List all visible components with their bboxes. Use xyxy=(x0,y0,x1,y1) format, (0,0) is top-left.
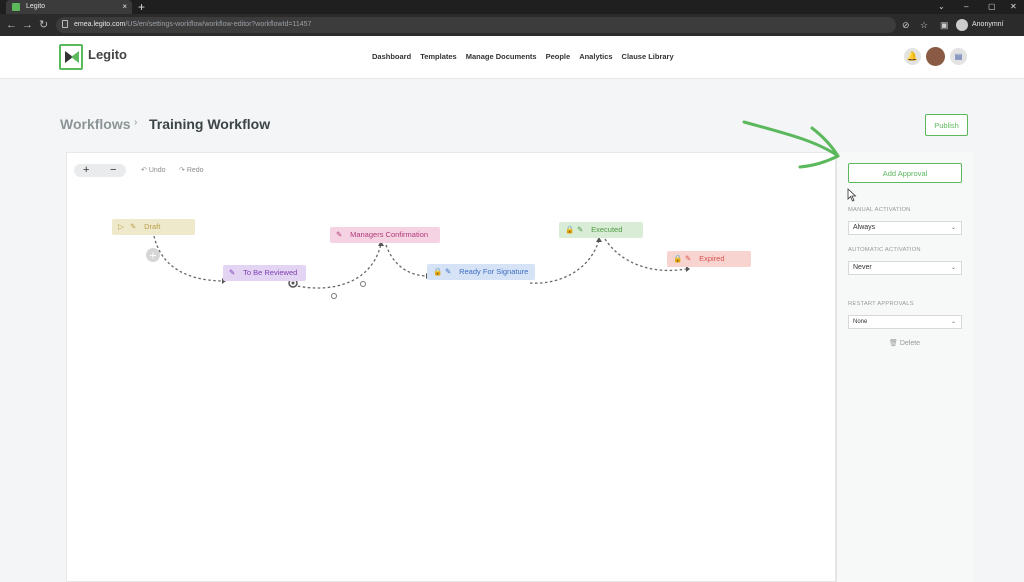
delete-button[interactable]: 🗑 Delete xyxy=(889,340,921,347)
brand-name[interactable]: Legito xyxy=(88,47,127,62)
automatic-activation-select[interactable]: Never⌄ xyxy=(848,261,962,275)
zoom-out-button[interactable]: − xyxy=(110,164,117,176)
node-executed[interactable]: 🔒✎ Executed xyxy=(559,222,643,238)
connector-ready-executed xyxy=(529,239,600,284)
node-managers-confirmation[interactable]: ✎ Managers Confirmation xyxy=(330,227,440,243)
breadcrumb-workflows[interactable]: Workflows xyxy=(60,116,131,132)
chevron-down-icon: ⌄ xyxy=(950,265,956,271)
tab-title: Legito xyxy=(26,3,46,10)
browser-tab-bar xyxy=(0,0,1024,14)
nav-manage-documents[interactable]: Manage Documents xyxy=(465,52,537,61)
connector-review-managers xyxy=(292,243,382,289)
back-icon[interactable]: ← xyxy=(6,19,17,31)
node-ready-for-signature[interactable]: 🔒✎ Ready For Signature xyxy=(427,264,535,280)
properties-panel xyxy=(836,152,973,582)
connector-draft-review xyxy=(153,235,223,282)
close-window-icon[interactable]: ✕ xyxy=(1010,2,1017,11)
restart-approvals-select[interactable]: None⌄ xyxy=(848,315,962,329)
bookmark-star-icon[interactable]: ☆ xyxy=(920,20,929,30)
chevron-down-icon: ⌄ xyxy=(950,319,956,325)
automatic-activation-label: AUTOMATIC ACTIVATION xyxy=(848,247,921,253)
zoom-controls: + − xyxy=(74,164,126,177)
legito-logo-icon[interactable] xyxy=(59,44,83,70)
mouse-cursor-icon xyxy=(847,188,857,202)
notifications-bell-icon[interactable]: 🔔 xyxy=(904,48,921,65)
legito-favicon-icon xyxy=(12,3,20,11)
undo-button[interactable]: ↶ Undo xyxy=(141,167,166,174)
minimize-icon[interactable]: – xyxy=(964,2,969,11)
restart-approvals-label: RESTART APPROVALS xyxy=(848,301,914,307)
nav-templates[interactable]: Templates xyxy=(420,52,457,61)
new-tab-button[interactable]: + xyxy=(138,0,146,14)
manual-activation-label: MANUAL ACTIVATION xyxy=(848,207,911,213)
lock-icon xyxy=(62,20,68,28)
page-title: Training Workflow xyxy=(149,116,271,132)
workflow-connectors: + xyxy=(146,235,690,299)
browser-tab[interactable]: Legito × xyxy=(6,0,132,14)
svg-text:+: + xyxy=(149,251,157,262)
lock-icon: 🔒 xyxy=(673,254,683,263)
url-text: emea.legito.com/US/en/settings-workflow/… xyxy=(74,21,312,28)
app-header xyxy=(0,36,1024,79)
reload-icon[interactable]: ↻ xyxy=(39,19,49,31)
lock-icon: 🔒 xyxy=(433,267,443,276)
pen-icon: ✎ xyxy=(130,222,137,231)
forward-icon[interactable]: → xyxy=(22,19,33,31)
node-to-be-reviewed[interactable]: ✎ To Be Reviewed xyxy=(223,265,306,281)
play-circle-icon: ▷ xyxy=(118,222,124,231)
main-nav: Dashboard Templates Manage Documents People… xyxy=(372,52,683,61)
address-bar[interactable]: emea.legito.com/US/en/settings-workflow/… xyxy=(56,17,896,33)
nav-analytics[interactable]: Analytics xyxy=(579,52,613,61)
pen-icon: ✎ xyxy=(336,230,343,239)
zoom-in-button[interactable]: + xyxy=(83,164,90,176)
pen-icon: ✎ xyxy=(685,254,692,263)
annotation-arrow-icon xyxy=(742,120,840,169)
trash-icon: 🗑 xyxy=(889,340,898,347)
close-tab-icon[interactable]: × xyxy=(122,2,127,11)
maximize-icon[interactable]: ▢ xyxy=(988,2,996,11)
undo-icon: ↶ xyxy=(141,167,147,174)
chevron-down-icon: ⌄ xyxy=(950,225,956,231)
tab-search-icon[interactable]: ⌄ xyxy=(938,2,945,11)
lock-icon: 🔒 xyxy=(565,225,575,234)
pen-icon: ✎ xyxy=(577,225,584,234)
manual-activation-select[interactable]: Always⌄ xyxy=(848,221,962,235)
node-draft[interactable]: ▷✎ Draft xyxy=(112,219,195,235)
connector-managers-ready xyxy=(385,244,427,277)
add-node-circle-icon xyxy=(146,248,160,262)
nav-people[interactable]: People xyxy=(545,52,571,61)
profile-avatar-icon xyxy=(956,19,968,31)
connector-executed-expired xyxy=(604,238,687,272)
breadcrumb-chevron-icon: › xyxy=(134,117,138,128)
add-approval-button[interactable]: Add Approval xyxy=(848,163,962,183)
side-panel-icon[interactable]: ▣ xyxy=(940,20,949,30)
pen-icon: ✎ xyxy=(445,267,452,276)
profile-name: Anonymní xyxy=(972,21,1004,28)
publish-button[interactable]: Publish xyxy=(925,114,968,136)
language-flag-icon[interactable]: ▤ xyxy=(950,48,967,65)
nav-clause-library[interactable]: Clause Library xyxy=(621,52,674,61)
eye-off-icon[interactable]: ⊘ xyxy=(902,20,910,30)
redo-icon: ↷ xyxy=(179,167,185,174)
pen-icon: ✎ xyxy=(229,268,236,277)
nav-dashboard[interactable]: Dashboard xyxy=(372,52,412,61)
user-avatar[interactable] xyxy=(926,47,945,66)
redo-button[interactable]: ↷ Redo xyxy=(179,167,204,174)
node-expired[interactable]: 🔒✎ Expired xyxy=(667,251,751,267)
